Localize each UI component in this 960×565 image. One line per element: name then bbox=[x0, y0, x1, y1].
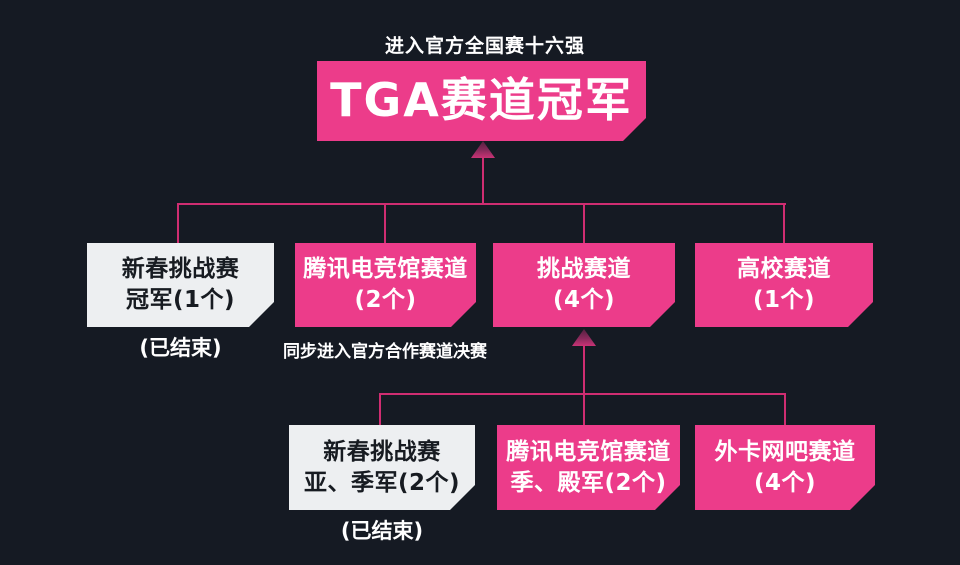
node-spring-challenge-champion: 新春挑战赛 冠军(1个) bbox=[87, 243, 274, 327]
connector-tier2-horizontal bbox=[379, 393, 786, 395]
qualifier-note: 进入官方全国赛十六强 bbox=[384, 35, 585, 57]
arrow-up-to-challenge-track-icon bbox=[572, 329, 596, 346]
node-label: 新春挑战赛 bbox=[323, 438, 441, 465]
connector-tier1-stub-3 bbox=[583, 205, 585, 243]
node-sublabel: (1个) bbox=[752, 287, 816, 313]
node-label: 腾讯电竞馆赛道 bbox=[303, 256, 468, 282]
connector-tier1-horizontal bbox=[177, 203, 786, 205]
node-university-track: 高校赛道 (1个) bbox=[695, 243, 873, 327]
node-tencent-esports-hall-third-fourth: 腾讯电竞馆赛道 季、殿军(2个) bbox=[497, 425, 680, 510]
node-sublabel: (2个) bbox=[354, 287, 417, 313]
node-sublabel: 冠军(1个) bbox=[125, 287, 236, 313]
connector-tier1-stub-4 bbox=[783, 205, 785, 243]
node-tga-champion: TGA赛道冠军 bbox=[317, 61, 646, 141]
connector-tier2-stub-1 bbox=[379, 395, 381, 425]
node-sublabel: (4个) bbox=[552, 287, 616, 313]
node-tencent-esports-hall-track: 腾讯电竞馆赛道 (2个) bbox=[295, 243, 476, 327]
note-ended-tier1: (已结束) bbox=[139, 336, 222, 360]
connector-tier1-stub-1 bbox=[177, 205, 179, 243]
node-sublabel: 亚、季军(2个) bbox=[303, 469, 461, 496]
connector-tier1-stub-2 bbox=[384, 205, 386, 243]
node-label: 腾讯电竞馆赛道 bbox=[506, 438, 671, 465]
node-sublabel: (4个) bbox=[753, 469, 817, 496]
node-label: 高校赛道 bbox=[737, 256, 831, 282]
connector-tga-vertical bbox=[482, 157, 484, 204]
connector-tier2-stub-3 bbox=[784, 395, 786, 425]
connector-challenge-vertical bbox=[583, 345, 585, 425]
node-spring-challenge-runnerup: 新春挑战赛 亚、季军(2个) bbox=[289, 425, 475, 510]
note-ended-tier2: (已结束) bbox=[340, 519, 424, 543]
node-label: 挑战赛道 bbox=[537, 256, 631, 282]
node-sublabel: 季、殿军(2个) bbox=[510, 469, 667, 496]
node-wildcard-netcafe-track: 外卡网吧赛道 (4个) bbox=[695, 425, 875, 510]
note-sync-official-final: 同步进入官方合作赛道决赛 bbox=[283, 342, 487, 362]
node-label: 新春挑战赛 bbox=[121, 256, 240, 282]
arrow-up-to-tga-icon bbox=[471, 141, 495, 158]
node-label: 外卡网吧赛道 bbox=[714, 438, 856, 465]
tga-champion-label: TGA赛道冠军 bbox=[330, 73, 633, 127]
node-challenge-track: 挑战赛道 (4个) bbox=[493, 243, 675, 327]
